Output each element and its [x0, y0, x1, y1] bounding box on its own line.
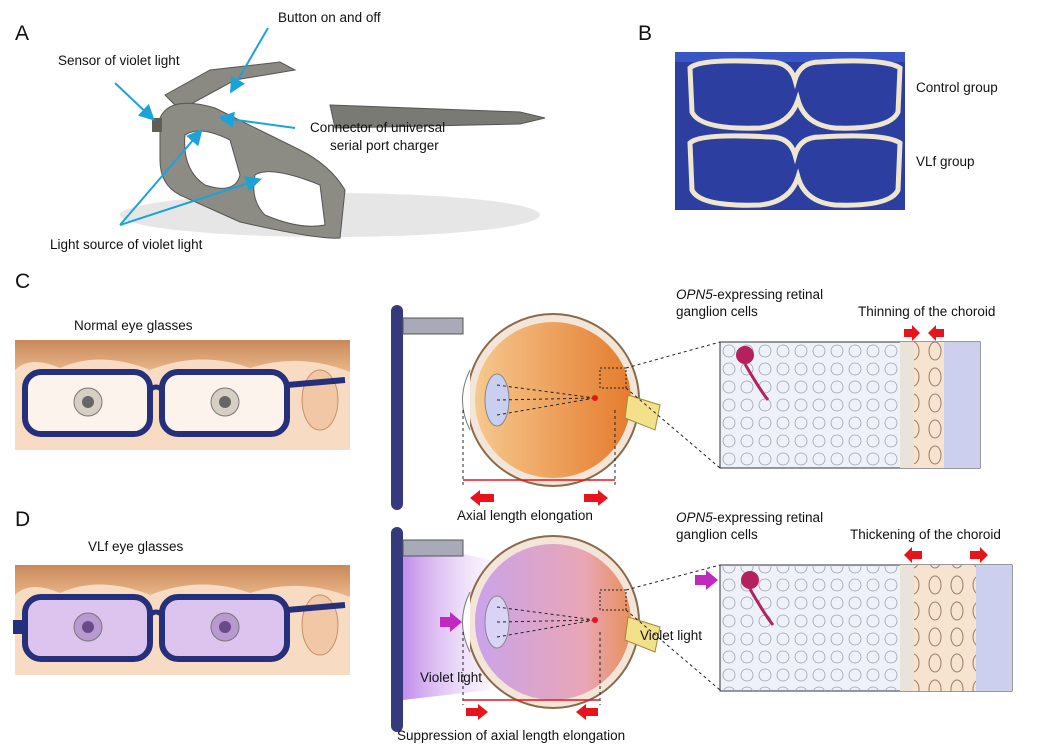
normal-glasses-title: Normal eye glasses: [74, 318, 193, 333]
axial-label-c: Axial length elongation: [457, 508, 593, 523]
label-control-group: Control group: [916, 80, 998, 95]
arrow-right-c: [584, 490, 608, 506]
choroid-arrow-left-d: [904, 547, 922, 563]
arrow-inward-left-d: [466, 704, 488, 720]
vlf-glasses-face: [13, 565, 350, 675]
label-vlf-group: VLf group: [916, 154, 975, 169]
vlf-glasses-title: VLf eye glasses: [88, 539, 183, 554]
axial-label-d: Suppression of axial length elongation: [397, 728, 625, 743]
choroid-label-c: Thinning of the choroid: [858, 304, 995, 319]
panel-label-d: D: [15, 508, 30, 532]
eyeball-c: [463, 314, 721, 486]
label-sensor: Sensor of violet light: [58, 53, 180, 68]
eyeball-d: [463, 536, 721, 708]
arrow-inward-right-d: [576, 704, 598, 720]
choroid-arrow-right-c: [928, 325, 944, 341]
ganglion-label-c: ganglion cells: [676, 304, 758, 319]
panel-label-b: B: [638, 22, 652, 46]
glasses-photo: [675, 52, 905, 210]
panel-label-c: C: [15, 270, 30, 294]
retina-schematic-c: [720, 325, 980, 468]
violet-light-label-right: Violet light: [640, 628, 702, 643]
arrow-left-c: [470, 490, 494, 506]
label-connector-2: serial port charger: [330, 138, 439, 153]
retina-schematic-d: [695, 547, 1012, 691]
opn5-gene-d: OPN5: [676, 510, 713, 525]
violet-light-label-left: Violet light: [420, 670, 482, 685]
choroid-label-d: Thickening of the choroid: [850, 527, 1001, 542]
choroid-arrow-right-d: [970, 547, 988, 563]
label-connector-1: Connector of universal: [310, 120, 445, 135]
glasses-side-c: [391, 305, 463, 510]
opn5-rest-c: -expressing retinal: [713, 287, 823, 302]
label-light-source: Light source of violet light: [50, 237, 202, 252]
normal-glasses-face: [15, 340, 350, 450]
label-button-on-off: Button on and off: [278, 10, 381, 25]
choroid-arrow-left-c: [904, 325, 920, 341]
panel-label-a: A: [15, 22, 29, 46]
violet-arrow-retina: [695, 570, 718, 590]
opn5-label-c: OPN5-expressing retinal: [676, 287, 823, 302]
opn5-label-d: OPN5-expressing retinal: [676, 510, 823, 525]
ganglion-label-d: ganglion cells: [676, 527, 758, 542]
opn5-gene-c: OPN5: [676, 287, 713, 302]
opn5-rest-d: -expressing retinal: [713, 510, 823, 525]
